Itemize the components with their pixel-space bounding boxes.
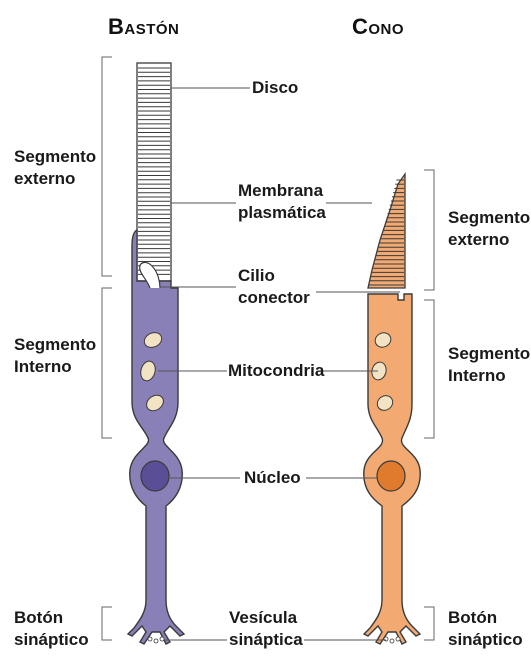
right-bracket-inner [424,300,434,438]
label-right-boton-line1: Botón [448,607,523,629]
title-cone: Cono [352,14,404,40]
label-cilio-line1: Cilio [238,265,310,287]
label-right-seg-int-line1: Segmento [448,343,530,365]
label-left-boton-line1: Botón [14,607,89,629]
title-rod: Bastón [108,14,179,40]
left-bracket-inner [102,288,112,438]
label-right-boton: Botón sináptico [448,607,523,651]
label-vesicula: Vesícula sináptica [229,607,303,651]
label-cilio-line2: conector [238,287,310,309]
left-bracket-bouton [102,607,112,640]
label-left-seg-ext-line2: externo [14,168,96,190]
left-bracket-outer [102,57,112,276]
label-vesicula-line1: Vesícula [229,607,303,629]
cone-outer-segment [368,174,405,288]
label-disco: Disco [252,77,298,99]
label-right-boton-line2: sináptico [448,629,523,651]
cone-vesicles [384,637,400,643]
right-bracket-bouton [424,607,434,640]
label-membrana: Membrana plasmática [238,180,326,224]
label-membrana-line2: plasmática [238,202,326,224]
label-right-segment-internal: Segmento Interno [448,343,530,387]
label-left-segment-external: Segmento externo [14,146,96,190]
rod-inner-segment [128,230,184,644]
cone-nucleus [377,461,405,491]
label-right-seg-ext-line1: Segmento [448,207,530,229]
label-right-seg-ext-line2: externo [448,229,530,251]
label-left-segment-internal: Segmento Interno [14,334,96,378]
label-vesicula-line2: sináptica [229,629,303,651]
label-left-seg-int-line2: Interno [14,356,96,378]
rod-cell [128,63,184,644]
right-bracket-outer [424,170,434,290]
label-right-segment-external: Segmento externo [448,207,530,251]
label-left-seg-int-line1: Segmento [14,334,96,356]
label-left-seg-ext-line1: Segmento [14,146,96,168]
label-nucleo: Núcleo [244,467,301,489]
rod-vesicles [148,637,164,643]
label-mitocondria: Mitocondria [228,360,324,382]
label-cilio: Cilio conector [238,265,310,309]
label-membrana-line1: Membrana [238,180,326,202]
rod-nucleus [141,461,169,491]
label-left-boton-line2: sináptico [14,629,89,651]
cone-cell [364,174,420,644]
label-left-boton: Botón sináptico [14,607,89,651]
label-right-seg-int-line2: Interno [448,365,530,387]
